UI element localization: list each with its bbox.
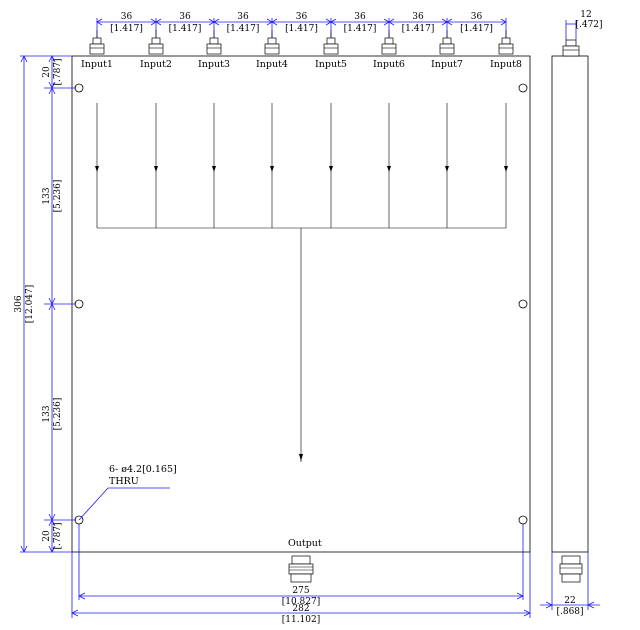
mounting-hole <box>74 83 84 93</box>
dim-bottom-margin: 20 <box>42 530 52 542</box>
dim-overall-width-in: [11.102] <box>282 615 321 625</box>
dim-bottom-margin-in: [.787] <box>53 522 63 549</box>
pitch-value: 36 <box>179 12 191 22</box>
input-connector: Input8 <box>490 30 522 70</box>
pitch-value: 36 <box>237 12 249 22</box>
top-pitch-dimensions: 36 [1.417] 36 [1.417] 36 [1.417] 36 [1.417] 36 [1… <box>96 12 507 38</box>
input-label: Input6 <box>373 59 405 70</box>
pitch-dimension: 36 [1.417] <box>96 12 157 38</box>
input-label: Input1 <box>81 59 113 70</box>
pitch-dimension: 36 [1.417] <box>271 12 332 38</box>
dim-lower-span: 133 <box>42 405 52 422</box>
input-connector: Input7 <box>431 30 463 70</box>
pitch-dimension: 36 [1.417] <box>213 12 273 38</box>
input-connectors: Input1 Input2 Input3 Input4 Input5 Input6 Inpu… <box>81 30 522 70</box>
arrow-head <box>212 166 216 172</box>
side-view: 12 [.472] 22 [.868] <box>540 10 603 617</box>
input-label: Input2 <box>140 59 172 70</box>
arrow-head <box>299 454 303 461</box>
pitch-dimension: 36 [1.417] <box>330 12 390 38</box>
pitch-value-inch: [1.417] <box>227 24 260 34</box>
dim-side-depth: 12 <box>580 10 591 20</box>
hole-note-line1: 6- ø4.2[0.165] <box>109 464 177 475</box>
input-label: Input3 <box>198 59 230 70</box>
input-connector: Input3 <box>198 30 230 70</box>
hole-callout: 6- ø4.2[0.165] THRU <box>78 464 177 521</box>
input-connector: Input6 <box>373 30 405 70</box>
arrow-head <box>329 166 333 172</box>
arrow-head <box>154 166 158 172</box>
output-label: Output <box>288 538 322 549</box>
dim-side-width-in: [.868] <box>556 607 583 617</box>
mounting-hole <box>74 299 84 309</box>
pitch-dimension: 36 [1.417] <box>388 12 448 38</box>
dim-overall-width: 282 <box>292 604 309 614</box>
pitch-value-inch: [1.417] <box>169 24 202 34</box>
pitch-value: 36 <box>471 12 483 22</box>
mounting-hole <box>518 299 528 309</box>
arrow-head <box>95 166 99 172</box>
pitch-value: 36 <box>354 12 366 22</box>
pitch-value-inch: [1.417] <box>344 24 377 34</box>
dim-top-margin: 20 <box>42 66 52 78</box>
hole-note-line2: THRU <box>109 476 139 487</box>
pitch-value-inch: [1.417] <box>110 24 143 34</box>
input-label: Input8 <box>490 59 522 70</box>
mounting-hole <box>518 515 528 525</box>
arrow-head <box>387 166 391 172</box>
input-connector: Input1 <box>81 30 113 70</box>
dim-overall-height: 306 <box>14 295 24 312</box>
side-view-body <box>551 55 589 553</box>
input-label: Input7 <box>431 59 463 70</box>
arrow-head <box>445 166 449 172</box>
input-connector: Input5 <box>315 30 347 70</box>
dim-overall-height-in: [12.047] <box>25 285 35 324</box>
pitch-value-inch: [1.417] <box>285 24 318 34</box>
pitch-dimension: 36 [1.417] <box>446 12 507 38</box>
dim-side-width: 22 <box>564 596 575 606</box>
input-connector: Input2 <box>140 30 172 70</box>
pitch-value-inch: [1.417] <box>460 24 493 34</box>
left-dimensions: 20 [.787] 133 [5.236] 133 [5.236] 20 [.7… <box>14 55 76 553</box>
pitch-value: 36 <box>121 12 133 22</box>
dim-upper-span-in: [5.236] <box>53 180 63 213</box>
output-connector: Output <box>288 538 322 583</box>
combiner-schematic <box>95 103 508 462</box>
pitch-value: 36 <box>296 12 308 22</box>
arrow-head <box>270 166 274 172</box>
pitch-dimension: 36 [1.417] <box>155 12 215 38</box>
dim-hole-span: 275 <box>292 586 309 596</box>
arrow-head <box>504 166 508 172</box>
bottom-dimensions: 275 [10.827] 282 [11.102] <box>71 524 531 625</box>
dim-upper-span: 133 <box>42 187 52 204</box>
dim-side-depth-in: [.472] <box>575 20 602 30</box>
mounting-hole <box>518 83 528 93</box>
pitch-value-inch: [1.417] <box>402 24 435 34</box>
input-connector: Input4 <box>256 30 288 70</box>
dim-lower-span-in: [5.236] <box>53 398 63 431</box>
dim-hole-span-in: [10.827] <box>282 597 321 607</box>
dim-top-margin-in: [.787] <box>53 58 63 85</box>
input-label: Input5 <box>315 59 347 70</box>
input-label: Input4 <box>256 59 288 70</box>
pitch-value: 36 <box>412 12 424 22</box>
